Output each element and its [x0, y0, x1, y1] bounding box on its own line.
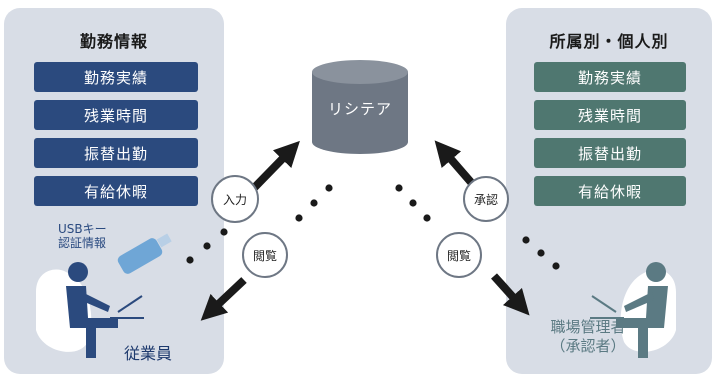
person-icon [616, 262, 668, 358]
input-bubble: 入力 [211, 175, 259, 223]
list-item-work-record: 勤務実績 [34, 62, 198, 92]
list-item-overtime: 残業時間 [534, 100, 686, 130]
laptop-icon [590, 295, 624, 319]
list-item-substitute-work: 振替出勤 [34, 138, 198, 168]
dotted-connectors [186, 184, 560, 270]
manager-panel: 所属別・個人別 勤務実績 残業時間 振替出勤 有給休暇 [506, 8, 712, 374]
manager-figure [590, 262, 676, 358]
manager-label-line2: （承認者） [550, 337, 626, 355]
arrow-input-to-db [251, 140, 300, 191]
approve-bubble: 承認 [463, 176, 509, 222]
usb-key-label: USBキー 認証情報 [58, 222, 107, 250]
person-icon [66, 262, 118, 358]
laptop-icon [110, 295, 144, 319]
employee-figure [36, 233, 172, 358]
list-item-overtime: 残業時間 [34, 100, 198, 130]
arrow-db-to-employee [200, 277, 247, 321]
manager-label: 職場管理者 （承認者） [532, 318, 644, 356]
panel-title-manager: 所属別・個人別 [549, 32, 669, 51]
view-bubble-employee: 閲覧 [242, 232, 288, 278]
manager-label-line1: 職場管理者 [550, 318, 626, 336]
usb-key-label-line1: USBキー [58, 222, 107, 236]
list-item-substitute-work: 振替出勤 [534, 138, 686, 168]
view-bubble-manager: 閲覧 [436, 232, 482, 278]
arrows [200, 140, 530, 321]
manager-info-list: 勤務実績 残業時間 振替出勤 有給休暇 [534, 62, 686, 214]
panel-title-employee: 勤務情報 [79, 32, 148, 51]
employee-info-list: 勤務実績 残業時間 振替出勤 有給休暇 [34, 62, 198, 214]
usb-key-icon [117, 233, 172, 274]
list-item-paid-leave: 有給休暇 [34, 176, 198, 206]
employee-label: 従業員 [124, 344, 173, 363]
arrow-db-to-manager [491, 273, 530, 316]
database-label: リシテア [327, 100, 392, 118]
list-item-paid-leave: 有給休暇 [534, 176, 686, 206]
list-item-work-record: 勤務実績 [534, 62, 686, 92]
usb-key-label-line2: 認証情報 [58, 236, 107, 250]
database-icon [312, 60, 408, 154]
